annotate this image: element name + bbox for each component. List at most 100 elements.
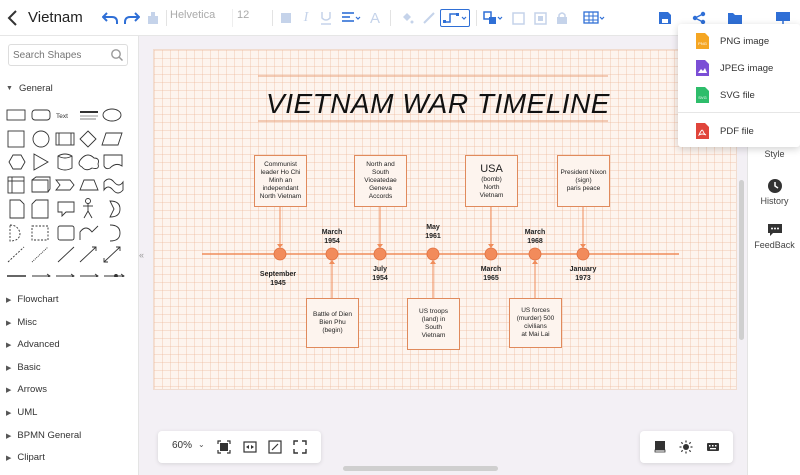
actor-shape[interactable] [83,198,93,219]
bold-icon[interactable] [278,9,294,27]
heading-shape[interactable] [80,111,98,120]
date-label-may-1961[interactable]: May 1961 [425,224,441,240]
marker-1954-july[interactable] [373,247,387,261]
fill-color-icon[interactable] [398,9,416,27]
theme-icon[interactable] [679,440,693,454]
table-icon[interactable] [582,9,606,27]
marker-1968[interactable] [528,247,542,261]
arrange-icon[interactable] [482,9,504,27]
or-shape[interactable] [109,200,121,218]
back-arrow-icon[interactable] [6,9,20,27]
internal-storage-shape[interactable] [7,176,25,194]
category-bpmn-general[interactable]: ▶BPMN General [6,430,82,441]
page-setup-icon[interactable] [653,440,667,454]
double-arrow-shape[interactable] [103,246,121,263]
date-label-july-1954[interactable]: July 1954 [372,266,388,282]
event-box-ho-chi-minh[interactable]: Communist leader Ho Chi Minh an independ… [254,155,307,207]
arc-shape[interactable] [109,224,121,242]
horizontal-scrollbar[interactable] [343,466,498,471]
connector-shape-3[interactable] [80,273,99,279]
ungroup-icon[interactable] [532,9,548,27]
export-svg-item[interactable]: SVG SVG file [678,83,800,107]
line-shape[interactable] [57,246,75,263]
format-painter-icon[interactable] [144,9,162,27]
font-family-select[interactable]: Helvetica [170,9,216,21]
curve-shape[interactable] [79,225,99,240]
connector-style-icon[interactable] [440,9,470,27]
connector-shape-4[interactable] [104,273,125,279]
share-icon[interactable] [690,9,708,27]
cloud-shape[interactable] [78,154,99,171]
cube-shape[interactable] [31,176,51,193]
arrow-shape[interactable] [79,246,97,263]
canvas-area[interactable]: VIETNAM WAR TIMELINE Communist leader Ho… [150,46,742,392]
event-box-usa-bomb[interactable]: USA (bomb) North Vietnam [465,155,518,207]
line-color-icon[interactable] [420,9,438,27]
search-input[interactable] [13,48,109,63]
export-icon[interactable] [726,9,744,27]
cylinder-shape[interactable] [57,153,73,171]
parallelogram-shape[interactable] [101,132,123,146]
feedback-tab[interactable]: FeedBack [748,222,800,250]
category-advanced[interactable]: ▶Advanced [6,339,60,350]
trapezoid-shape[interactable] [79,179,99,191]
history-tab[interactable]: History [748,178,800,206]
present-icon[interactable] [774,9,792,27]
rounded-rectangle-shape[interactable] [31,109,51,121]
hexagon-shape[interactable] [8,154,26,170]
step-shape[interactable] [55,179,75,191]
tape-shape[interactable] [103,178,124,194]
collapse-panel-icon[interactable]: « [139,250,145,260]
underline-icon[interactable] [318,9,334,27]
callout-shape[interactable] [57,201,75,218]
category-uml[interactable]: ▶UML [6,407,38,418]
document-shape[interactable] [103,154,123,170]
marker-1965[interactable] [484,247,498,261]
search-icon[interactable] [110,48,124,62]
zoom-level[interactable]: 60% [172,440,193,451]
text-color-icon[interactable]: A [369,9,380,27]
event-box-us-troops[interactable]: US troops (land) in South Vietnam [407,298,460,350]
rectangle-shape[interactable] [6,109,26,121]
group-icon[interactable] [510,9,526,27]
rounded-square-shape[interactable] [57,225,75,241]
square-shape[interactable] [7,130,25,148]
lock-icon[interactable] [554,9,570,27]
note-shape[interactable] [9,199,25,219]
align-icon[interactable] [340,9,362,27]
vertical-scrollbar[interactable] [739,180,744,340]
connector-shape-2[interactable] [56,273,75,279]
redo-icon[interactable] [122,9,142,27]
marker-1945[interactable] [273,247,287,261]
date-label-september-1945[interactable]: September 1945 [259,271,297,287]
export-jpeg-item[interactable]: JPEG image [678,56,800,80]
diagram-page[interactable]: VIETNAM WAR TIMELINE Communist leader Ho… [153,49,737,390]
circle-shape[interactable] [32,130,50,148]
document-title[interactable]: Vietnam [28,9,83,26]
marker-1954-march[interactable] [325,247,339,261]
dashed-square-shape[interactable] [31,225,49,241]
event-box-dien-bien-phu[interactable]: Battle of Dien Bien Phu (begin) [306,298,359,348]
dashed-line-shape[interactable] [7,246,25,263]
search-box[interactable] [8,44,128,66]
marker-1961[interactable] [426,247,440,261]
date-label-january-1973[interactable]: January 1973 [569,266,597,282]
category-misc[interactable]: ▶Misc [6,317,37,328]
process-shape[interactable] [55,132,75,146]
ellipse-shape[interactable] [102,108,122,122]
category-general[interactable]: ▼General [6,83,53,94]
event-box-geneva-accords[interactable]: North and South Viceatedae Geneva Accord… [354,155,407,207]
marker-1973[interactable] [576,247,590,261]
actual-size-icon[interactable] [268,440,282,454]
keyboard-icon[interactable] [706,440,720,454]
category-clipart[interactable]: ▶Clipart [6,452,45,463]
date-label-march-1965[interactable]: March 1965 [480,266,502,282]
category-arrows[interactable]: ▶Arrows [6,384,47,395]
font-size-select[interactable]: 12 [232,9,268,27]
export-png-item[interactable]: PNG PNG image [678,29,800,53]
chevron-down-icon[interactable]: ⌄ [198,440,205,449]
diamond-shape[interactable] [79,130,97,148]
fit-width-icon[interactable] [243,440,257,454]
event-box-nixon[interactable]: President Nixon (sign) paris peace [557,155,610,207]
text-shape[interactable]: Text [56,113,68,120]
